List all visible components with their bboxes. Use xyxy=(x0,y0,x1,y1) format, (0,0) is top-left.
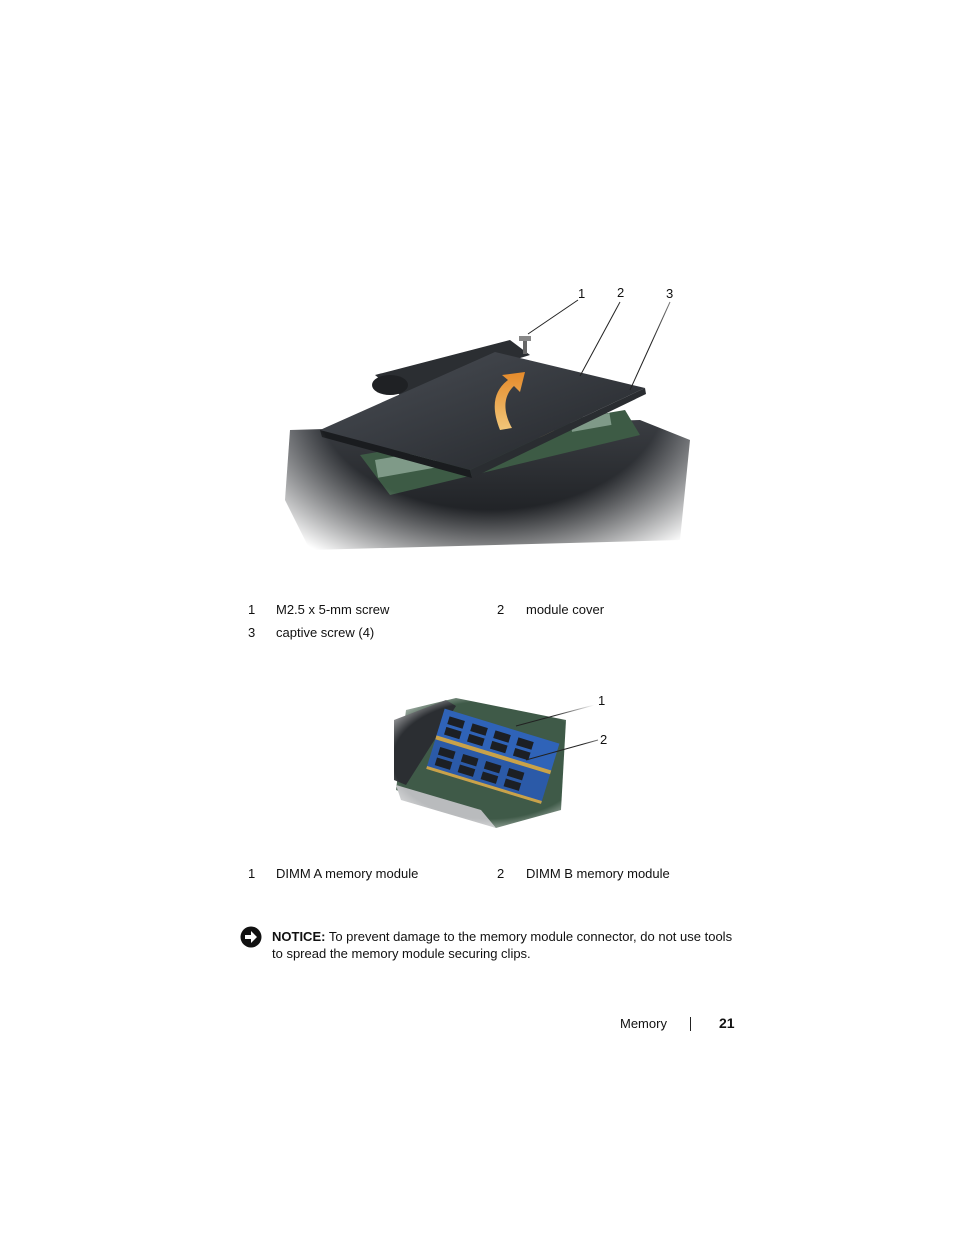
footer-section-title: Memory xyxy=(620,1016,667,1031)
notice-text: To prevent damage to the memory module c… xyxy=(272,929,733,961)
page-number: 21 xyxy=(719,1015,735,1031)
fig1-legend-num-2: 2 xyxy=(497,602,505,617)
fig1-legend-text-3: captive screw (4) xyxy=(276,625,375,640)
fig2-callout-2: 2 xyxy=(600,732,608,747)
memory-modules-figure xyxy=(386,690,616,830)
fig1-callout-3: 3 xyxy=(666,286,674,301)
notice-label: NOTICE: xyxy=(272,929,326,944)
module-cover-figure xyxy=(280,280,700,560)
fig1-callout-1: 1 xyxy=(578,286,586,301)
fig2-legend-num-2: 2 xyxy=(497,866,505,881)
fig2-callout-1: 1 xyxy=(598,693,606,708)
notice-arrow-icon xyxy=(240,926,262,948)
module-cover-illustration xyxy=(280,280,700,560)
fig1-callout-2: 2 xyxy=(617,285,625,300)
fig1-legend-text-1: M2.5 x 5-mm screw xyxy=(276,602,390,617)
fig2-legend-text-1: DIMM A memory module xyxy=(276,866,419,881)
fig2-legend-num-1: 1 xyxy=(248,866,256,881)
fig2-legend-text-2: DIMM B memory module xyxy=(526,866,670,881)
fig1-legend-num-1: 1 xyxy=(248,602,256,617)
fig1-legend-num-3: 3 xyxy=(248,625,256,640)
footer-divider xyxy=(690,1017,691,1031)
memory-modules-illustration xyxy=(386,690,616,830)
notice-paragraph: NOTICE: To prevent damage to the memory … xyxy=(272,928,742,962)
fig1-legend-text-2: module cover xyxy=(526,602,605,617)
